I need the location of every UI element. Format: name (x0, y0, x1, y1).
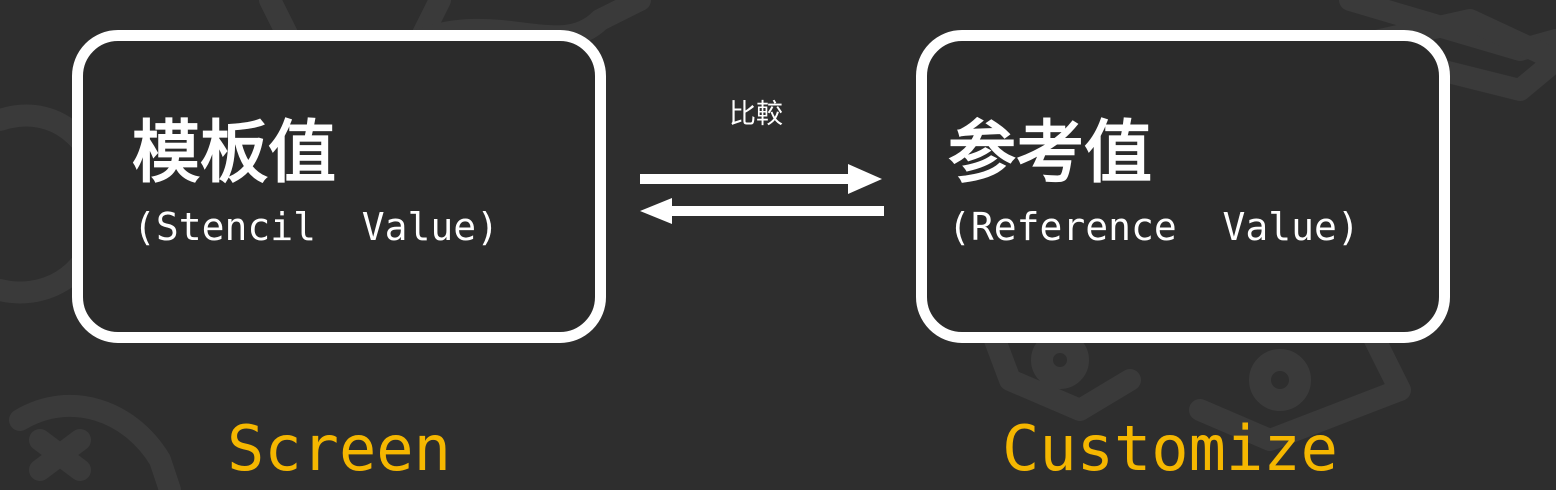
stencil-subtitle: (Stencil Value) (133, 205, 500, 249)
right-arrow-icon (640, 164, 882, 194)
reference-subtitle: (Reference Value) (948, 205, 1360, 249)
compare-label: 比較 (729, 99, 783, 130)
left-arrow-icon (640, 198, 884, 224)
reference-value-box (916, 30, 1450, 343)
stencil-title: 模板值 (132, 114, 337, 193)
screen-label: Screen (227, 412, 451, 485)
compare-arrows (640, 164, 884, 224)
reference-title: 参考值 (948, 114, 1153, 193)
stencil-value-box (72, 30, 606, 343)
customize-label: Customize (1002, 412, 1338, 485)
